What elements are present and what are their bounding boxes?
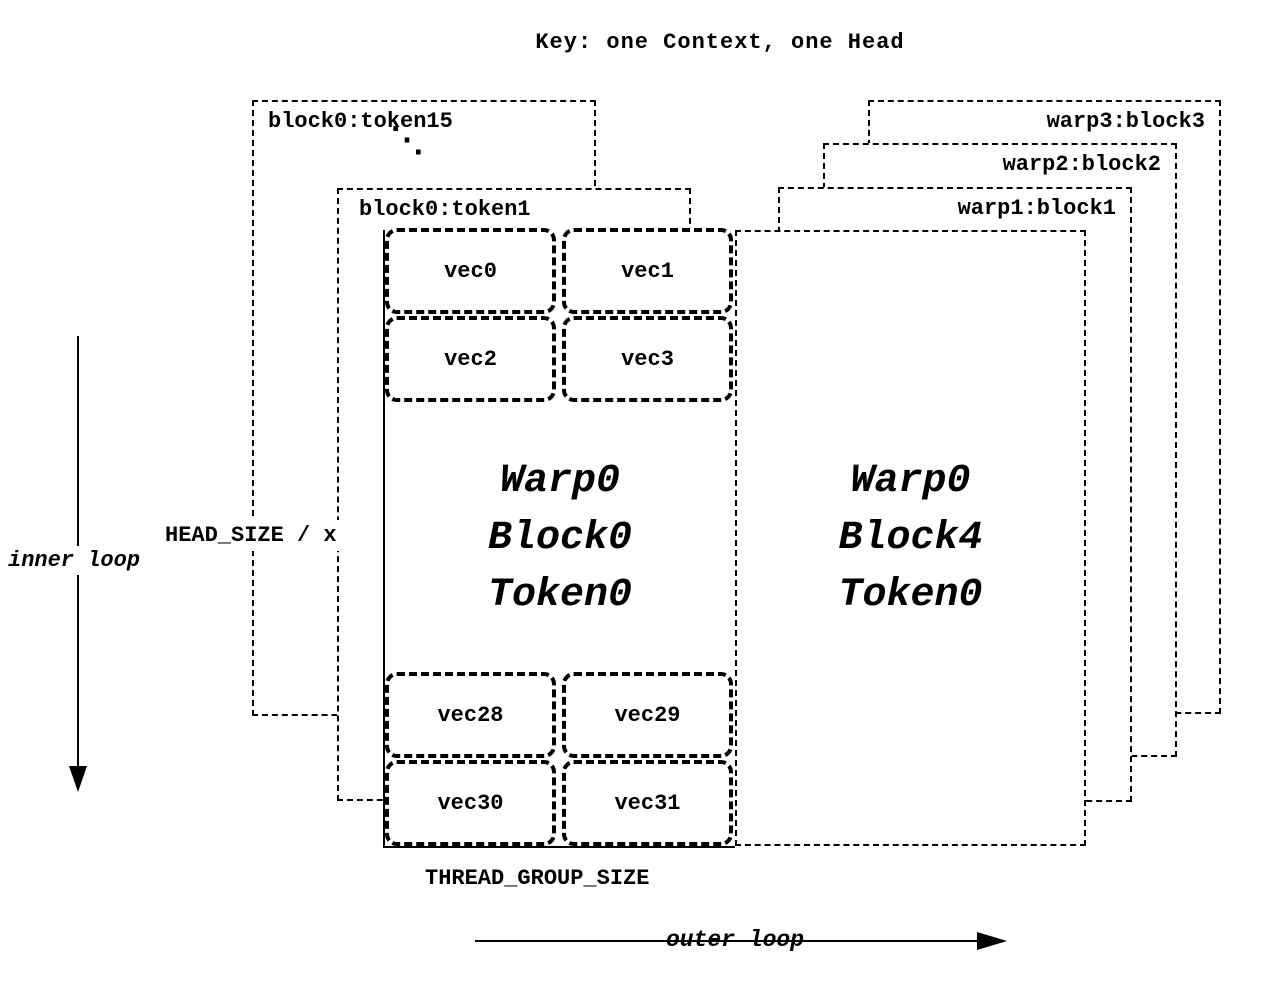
vec-cell: vec1: [562, 228, 733, 314]
vec-cell: vec3: [562, 316, 733, 402]
label-line: Warp0: [850, 458, 971, 504]
label-line: Token0: [487, 572, 633, 618]
label-line: Block0: [487, 515, 633, 561]
diagram-title: Key: one Context, one Head: [535, 30, 905, 55]
layer-label: block0:token1: [359, 197, 531, 222]
vec-grid-top: vec0 vec1 vec2 vec3: [385, 228, 733, 402]
label-line: Block4: [838, 515, 983, 561]
vec-cell: vec0: [385, 228, 556, 314]
vec-cell: vec30: [385, 760, 556, 846]
outer-loop-label: outer loop: [666, 927, 805, 953]
layer-label: warp3:block3: [1046, 109, 1205, 134]
inner-loop-label: inner loop: [4, 546, 145, 575]
layer-label: warp2:block2: [1002, 152, 1161, 177]
vec-cell: vec2: [385, 316, 556, 402]
warp-block-token-label: Warp0 Block4 Token0: [737, 232, 1084, 844]
front-box-warp0-block0: vec0 vec1 vec2 vec3 Warp0 Block0 Token0 …: [383, 228, 735, 848]
vec-cell: vec31: [562, 760, 733, 846]
front-box-warp0-block4: Warp0 Block4 Token0: [735, 230, 1086, 846]
ellipsis-dots: ⋱: [390, 124, 424, 162]
vec-cell: vec28: [385, 672, 556, 758]
layer-label: warp1:block1: [957, 196, 1116, 221]
head-size-label: HEAD_SIZE / x: [160, 520, 342, 551]
vec-cell: vec29: [562, 672, 733, 758]
label-line: Token0: [838, 572, 983, 618]
label-line: Warp0: [499, 458, 621, 504]
vec-grid-bottom: vec28 vec29 vec30 vec31: [385, 672, 733, 846]
layer-label: block0:token15: [268, 109, 453, 134]
thread-group-size-label: THREAD_GROUP_SIZE: [425, 866, 650, 891]
right-arrow: [475, 932, 1007, 950]
